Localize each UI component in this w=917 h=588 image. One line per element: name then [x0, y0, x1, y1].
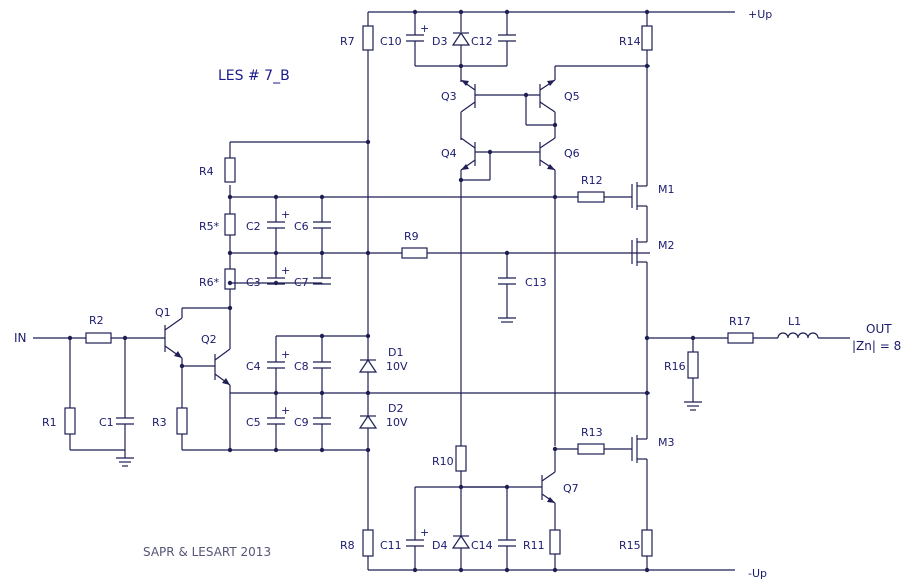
R3-resistor — [176, 407, 188, 435]
label-R16: R16 — [664, 360, 686, 373]
R1-resistor — [64, 407, 76, 435]
positive-rail: +Up — [368, 8, 772, 21]
svg-text:+: + — [281, 208, 290, 221]
label-L1: L1 — [788, 315, 801, 328]
label-D1-voltage: 10V — [386, 360, 408, 373]
label-R9: R9 — [404, 230, 419, 243]
Q2-transistor — [214, 348, 231, 450]
label-Q7: Q7 — [563, 482, 579, 495]
svg-text:+: + — [281, 348, 290, 361]
positive-rail-label: +Up — [748, 8, 772, 21]
R9-resistor — [401, 247, 428, 259]
label-D1: D1 — [388, 346, 403, 359]
output-label: OUT — [866, 322, 892, 336]
label-R4: R4 — [199, 165, 214, 178]
R6-resistor — [224, 268, 236, 290]
label-R8: R8 — [340, 539, 355, 552]
label-M3: M3 — [658, 436, 675, 449]
label-R3: R3 — [152, 416, 167, 429]
R8-resistor — [362, 529, 374, 557]
Q7-transistor — [541, 449, 556, 530]
R16-resistor — [687, 351, 699, 379]
label-C11: C11 — [380, 539, 402, 552]
label-R11: R11 — [523, 539, 545, 552]
Q3-transistor — [460, 79, 476, 130]
component-labels: R2 R1 C1 R3 Q1 Q2 R4 R5* R6* C2 C6 C3 C7… — [42, 35, 801, 552]
svg-text:+: + — [281, 404, 290, 417]
M3-mosfet — [631, 425, 648, 530]
D1-zener-diode — [358, 355, 378, 412]
label-Q6: Q6 — [564, 147, 580, 160]
label-Q4: Q4 — [441, 147, 457, 160]
Q6-transistor — [539, 125, 556, 171]
label-C1: C1 — [99, 416, 114, 429]
input-label: IN — [14, 331, 27, 345]
footer-credit: SAPR & LESART 2013 — [143, 545, 271, 559]
D2-zener-diode — [358, 412, 378, 530]
Q1-transistor — [164, 308, 183, 366]
R12-resistor — [577, 191, 605, 203]
label-R13: R13 — [581, 426, 603, 439]
label-D2: D2 — [388, 402, 403, 415]
R7-resistor — [362, 25, 374, 51]
svg-text:+: + — [420, 22, 429, 35]
label-R14: R14 — [619, 35, 641, 48]
label-R12: R12 — [581, 174, 603, 187]
R5-resistor — [224, 213, 236, 236]
label-R6: R6* — [199, 276, 220, 289]
label-Q2: Q2 — [201, 333, 217, 346]
label-C12: C12 — [471, 35, 493, 48]
L1-inductor — [777, 332, 819, 339]
label-D4: D4 — [432, 539, 447, 552]
label-C14: C14 — [471, 539, 493, 552]
label-Q1: Q1 — [155, 306, 171, 319]
label-C8: C8 — [294, 360, 309, 373]
label-R1: R1 — [42, 416, 57, 429]
Q4-transistor — [460, 137, 476, 171]
negative-rail: -Up — [368, 567, 767, 580]
label-R10: R10 — [432, 455, 454, 468]
R2-resistor — [85, 332, 112, 344]
label-C5: C5 — [246, 416, 261, 429]
D3-diode — [451, 31, 471, 46]
M2-mosfet — [631, 230, 648, 425]
label-C10: C10 — [380, 35, 402, 48]
label-M2: M2 — [658, 239, 675, 252]
R14-resistor — [641, 25, 653, 51]
label-C7: C7 — [294, 276, 309, 289]
R11-resistor — [549, 529, 561, 555]
label-C6: C6 — [294, 220, 309, 233]
R13-resistor — [577, 443, 605, 455]
label-M1: M1 — [658, 183, 675, 196]
R4-resistor — [224, 157, 236, 183]
label-D3: D3 — [432, 35, 447, 48]
label-R17: R17 — [729, 315, 751, 328]
label-C9: C9 — [294, 416, 309, 429]
label-R15: R15 — [619, 539, 641, 552]
schematic-title: LES # 7_B — [218, 68, 290, 84]
label-C2: C2 — [246, 220, 261, 233]
Q5-transistor — [539, 66, 556, 125]
R10-resistor — [455, 445, 467, 472]
label-R7: R7 — [340, 35, 355, 48]
load-impedance-label: |Zn| = 8 — [852, 339, 901, 353]
label-C13: C13 — [525, 276, 547, 289]
svg-text:+: + — [420, 526, 429, 539]
label-Q3: Q3 — [441, 90, 457, 103]
M1-mosfet — [631, 178, 648, 230]
R15-resistor — [641, 529, 653, 557]
R17-resistor — [727, 332, 754, 344]
label-R5: R5* — [199, 220, 220, 233]
D4-diode — [451, 534, 471, 549]
negative-rail-label: -Up — [748, 567, 767, 580]
label-D2-voltage: 10V — [386, 416, 408, 429]
input-stage: IN — [14, 331, 165, 467]
label-Q5: Q5 — [564, 90, 580, 103]
svg-text:+: + — [281, 264, 290, 277]
label-C3: C3 — [246, 276, 261, 289]
label-C4: C4 — [246, 360, 261, 373]
label-R2: R2 — [89, 314, 104, 327]
